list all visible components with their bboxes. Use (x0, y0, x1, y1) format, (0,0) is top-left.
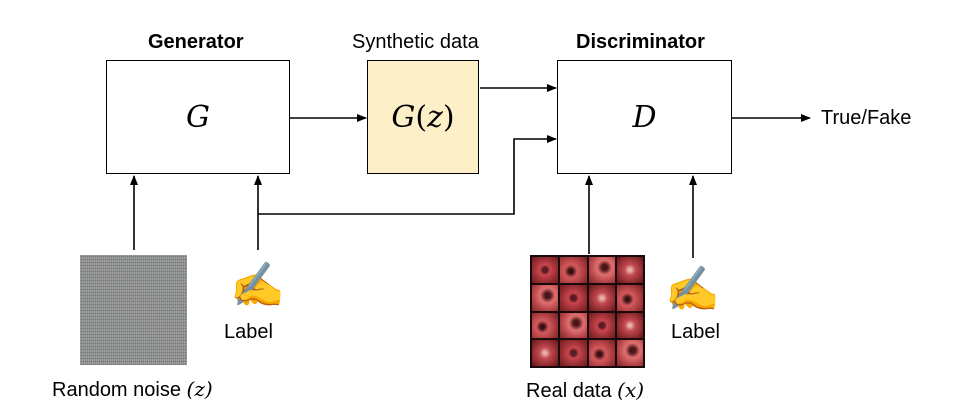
discriminator-title: Discriminator (576, 31, 705, 53)
real-data-tile (616, 257, 643, 283)
real-data-tile (560, 257, 587, 283)
arrow-label-to-discriminator (258, 135, 557, 215)
real-data-caption: Real data (x) (526, 378, 644, 403)
label-left: Label (224, 321, 273, 343)
real-data-tile (588, 284, 615, 311)
output-label: True/Fake (821, 107, 912, 129)
generator-symbol: G (186, 99, 210, 135)
real-data-tile (560, 284, 587, 311)
real-data-tile (588, 312, 615, 339)
synthetic-fn-symbol: G (391, 99, 416, 135)
synthetic-paren-open: ( (415, 99, 428, 135)
random-noise-caption-var: (z) (186, 377, 213, 401)
synthetic-paren-close: ) (442, 99, 455, 135)
generator-title: Generator (148, 31, 244, 53)
real-data-tile (616, 312, 643, 339)
real-data-tile (532, 340, 559, 366)
synthetic-data-box: G(z) (367, 60, 479, 174)
real-data-tile (560, 340, 587, 366)
real-data-tile (616, 284, 643, 311)
real-data-tile (532, 257, 559, 283)
pen-icon: ✍ (230, 261, 285, 310)
real-data-image (530, 255, 645, 368)
synthetic-data-title: Synthetic data (352, 31, 479, 53)
synthetic-arg-symbol: z (427, 99, 443, 135)
real-data-tile (588, 257, 615, 283)
random-noise-caption-text: Random noise (52, 379, 187, 401)
pen-icon: ✍ (665, 265, 720, 314)
discriminator-symbol: D (632, 99, 657, 135)
real-data-tile (588, 340, 615, 366)
real-data-tile (560, 312, 587, 339)
generator-box: G (106, 60, 290, 174)
real-data-tile (532, 312, 559, 339)
label-right: Label (671, 321, 720, 343)
real-data-tile (532, 284, 559, 311)
random-noise-image (80, 255, 187, 365)
random-noise-caption: Random noise (z) (52, 377, 213, 402)
real-data-caption-text: Real data (526, 380, 618, 402)
real-data-tile (616, 340, 643, 366)
discriminator-box: D (557, 60, 732, 174)
real-data-caption-var: (x) (617, 378, 645, 402)
